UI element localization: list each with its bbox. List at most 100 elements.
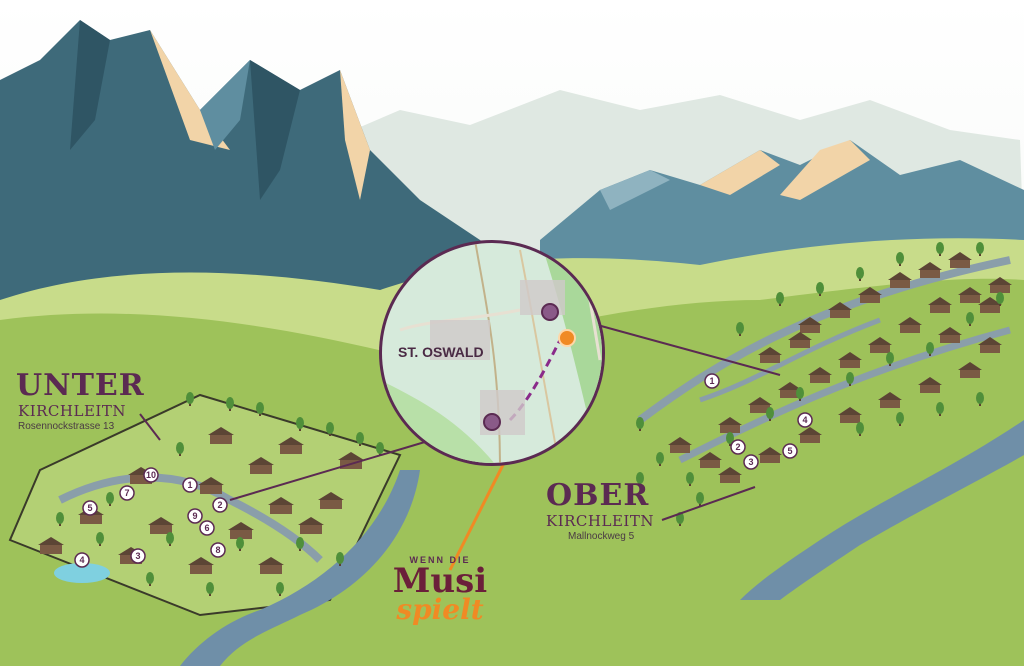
tree-crown (296, 537, 304, 549)
house[interactable] (318, 492, 344, 509)
tree-crown (976, 242, 984, 254)
house[interactable] (778, 382, 802, 398)
lens-pin-musi[interactable] (558, 329, 576, 347)
house[interactable] (698, 452, 722, 468)
house[interactable] (188, 557, 214, 574)
house[interactable] (958, 362, 982, 378)
house[interactable] (38, 537, 64, 554)
house[interactable] (298, 517, 324, 534)
house[interactable] (918, 262, 942, 278)
tree-crown (896, 412, 904, 424)
house[interactable] (858, 287, 882, 303)
location-marker[interactable]: 6 (199, 520, 215, 536)
river-left (180, 470, 420, 666)
house[interactable] (868, 337, 892, 353)
house[interactable] (268, 497, 294, 514)
house[interactable] (788, 332, 812, 348)
tree-crown (376, 442, 384, 454)
location-marker[interactable]: 2 (212, 497, 228, 513)
mountain-face (200, 60, 250, 150)
house[interactable] (978, 297, 1002, 313)
house[interactable] (148, 517, 174, 534)
trees (56, 242, 1004, 596)
house[interactable] (898, 317, 922, 333)
tree-crown (146, 572, 154, 584)
location-marker[interactable]: 5 (782, 443, 798, 459)
house[interactable] (668, 437, 692, 453)
tree-crown (296, 417, 304, 429)
house[interactable] (198, 477, 224, 494)
unter-subtitle: KIRCHLEITN (18, 402, 126, 420)
ober-road2 (678, 326, 1011, 464)
house[interactable] (248, 457, 274, 474)
mountain-shadow1 (70, 20, 110, 150)
location-marker[interactable]: 1 (182, 477, 198, 493)
house[interactable] (258, 557, 284, 574)
house[interactable] (828, 302, 852, 318)
tree-crown (726, 432, 734, 444)
house[interactable] (798, 427, 822, 443)
location-marker[interactable]: 9 (187, 508, 203, 524)
tree-crown (236, 537, 244, 549)
house[interactable] (928, 297, 952, 313)
marker-number: 4 (79, 555, 84, 565)
marker-number: 3 (135, 551, 140, 561)
tree-crown (816, 282, 824, 294)
snow-ridge-right (700, 150, 780, 195)
location-marker[interactable]: 4 (74, 552, 90, 568)
tree-crown (356, 432, 364, 444)
tree-crown (736, 322, 744, 334)
marker-number: 1 (187, 480, 192, 490)
house[interactable] (838, 407, 862, 423)
location-marker[interactable]: 8 (210, 542, 226, 558)
tree-crown (176, 442, 184, 454)
house[interactable] (228, 522, 254, 539)
logo-word1: Musi (392, 561, 488, 601)
house[interactable] (798, 317, 822, 333)
house[interactable] (988, 277, 1012, 293)
location-marker[interactable]: 2 (730, 439, 746, 455)
tree-crown (166, 532, 174, 544)
house[interactable] (758, 347, 782, 363)
marker-number: 2 (217, 500, 222, 510)
tree-crown (766, 407, 774, 419)
house[interactable] (878, 392, 902, 408)
lens-pin-ober[interactable] (541, 303, 559, 321)
tree-crown (636, 472, 644, 484)
musi-logo[interactable]: WENN DIE Musi spielt (385, 555, 495, 624)
house[interactable] (748, 397, 772, 413)
house[interactable] (718, 417, 742, 433)
house[interactable] (938, 327, 962, 343)
tree-crown (796, 387, 804, 399)
marker-number: 7 (124, 488, 129, 498)
house[interactable] (838, 352, 862, 368)
house[interactable] (808, 367, 832, 383)
location-marker[interactable]: 10 (143, 467, 159, 483)
location-marker[interactable]: 1 (704, 373, 720, 389)
house[interactable] (948, 252, 972, 268)
house[interactable] (758, 447, 782, 463)
location-marker[interactable]: 7 (119, 485, 135, 501)
house[interactable] (958, 287, 982, 303)
house[interactable] (718, 467, 742, 483)
house[interactable] (208, 427, 234, 444)
unter-markers: 1 2 3 4 5 6 7 8 9 10 (74, 467, 228, 568)
snow-peak2 (340, 70, 370, 200)
tree-crown (856, 267, 864, 279)
house[interactable] (918, 377, 942, 393)
marker-number: 9 (192, 511, 197, 521)
tree-crown (696, 492, 704, 504)
location-marker[interactable]: 5 (82, 500, 98, 516)
ober-road3 (699, 317, 881, 403)
house[interactable] (978, 337, 1002, 353)
ober-subtitle: KIRCHLEITN (546, 512, 654, 530)
unter-path (58, 473, 323, 563)
house[interactable] (888, 272, 912, 288)
location-marker[interactable]: 4 (797, 412, 813, 428)
location-marker[interactable]: 3 (743, 454, 759, 470)
location-marker[interactable]: 3 (130, 548, 146, 564)
lens-pin-unter[interactable] (483, 413, 501, 431)
house[interactable] (278, 437, 304, 454)
